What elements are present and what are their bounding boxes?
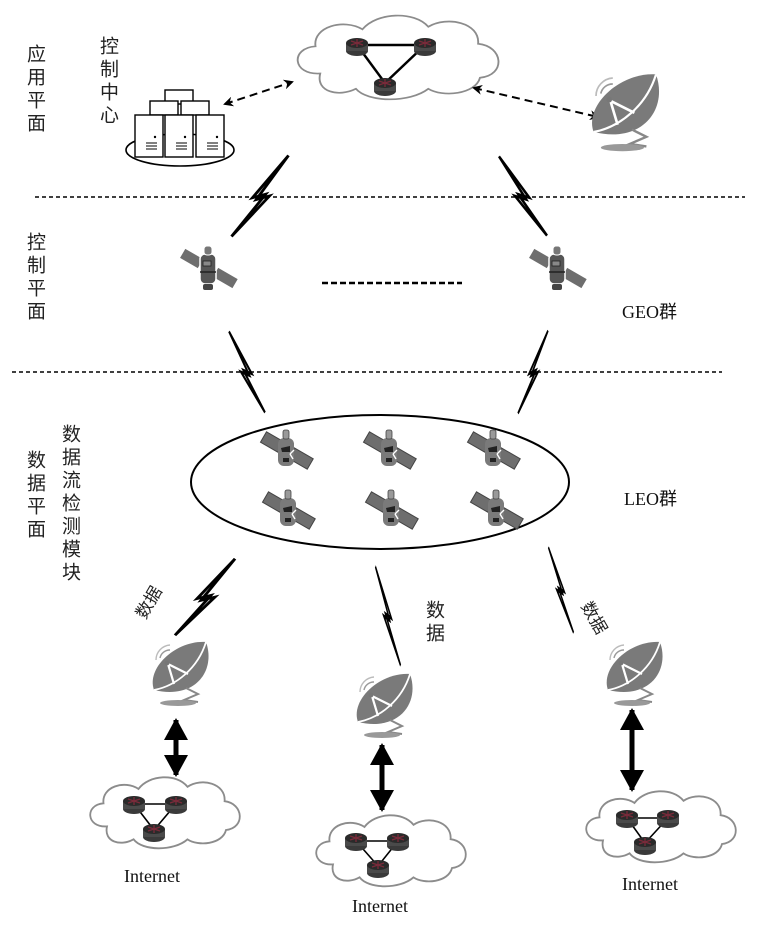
wireless-link-icon xyxy=(230,154,290,238)
leo-group-label: LEO群 xyxy=(624,485,677,511)
router-icon xyxy=(345,37,369,57)
wireless-link-icon xyxy=(516,329,550,415)
server-icon xyxy=(164,114,194,158)
server-icon xyxy=(195,114,225,158)
wireless-link-icon xyxy=(546,545,576,635)
satellite-dish-icon xyxy=(590,72,661,153)
router-icon xyxy=(122,795,146,815)
satellite-dish-icon xyxy=(151,640,210,708)
router-icon xyxy=(344,832,368,852)
application-plane-label: 应用平面 xyxy=(24,44,46,136)
satellite-dish-icon xyxy=(605,640,664,708)
internet-label-right: Internet xyxy=(622,874,678,894)
router-icon xyxy=(615,809,639,829)
geo-satellite-icon xyxy=(178,245,240,291)
control-plane-label: 控制平面 xyxy=(24,232,46,324)
internet-cloud-icon xyxy=(89,776,241,850)
control-center-label: 控制中心 xyxy=(97,36,119,128)
data-flow-detection-module-label: 数据流检测模块 xyxy=(59,424,81,585)
router-icon xyxy=(164,795,188,815)
router-icon xyxy=(366,859,390,879)
geo-group-label: GEO群 xyxy=(622,298,677,324)
wireless-link-icon xyxy=(173,557,237,637)
leo-group-text: LEO群 xyxy=(624,489,677,509)
internet-label-left: Internet xyxy=(124,866,180,886)
ground-station-link xyxy=(472,84,600,121)
satellite-dish-icon xyxy=(355,672,414,740)
router-icon xyxy=(413,37,437,57)
server-icon xyxy=(134,114,164,158)
wireless-link-icon xyxy=(373,564,403,668)
router-icon xyxy=(633,836,657,856)
data-plane-label: 数据平面 xyxy=(24,450,46,542)
data-label-middle: 数据 xyxy=(423,600,445,646)
router-icon xyxy=(373,77,397,97)
router-icon xyxy=(386,832,410,852)
geo-group-text: GEO群 xyxy=(622,302,677,322)
wireless-link-icon xyxy=(497,155,549,237)
control-center-link xyxy=(223,79,294,107)
internet-label-middle: Internet xyxy=(352,896,408,916)
geo-satellite-icon xyxy=(527,245,589,291)
control-center-servers xyxy=(125,89,235,167)
router-icon xyxy=(142,823,166,843)
controller-cloud xyxy=(296,14,500,101)
router-icon xyxy=(656,809,680,829)
leo-group-boundary xyxy=(190,414,570,550)
